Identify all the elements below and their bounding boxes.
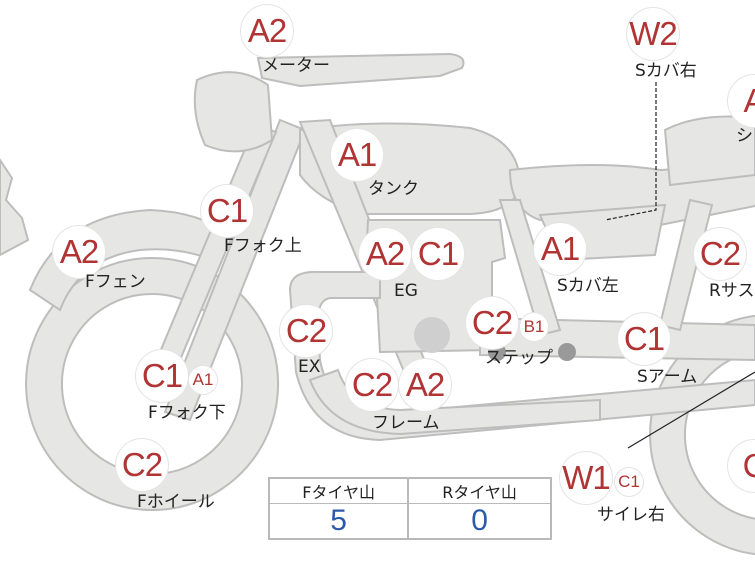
step-label: ステップ xyxy=(485,348,553,368)
eg-grade-b-badge: C1 xyxy=(412,228,464,280)
scover-right-label: Sカバ右 xyxy=(635,61,697,81)
silencer-right-label: サイレ右 xyxy=(597,505,665,525)
front-tire-header: Fタイヤ山 xyxy=(267,477,410,504)
ex-label: EX xyxy=(298,357,321,377)
sarm-label: Sアーム xyxy=(637,367,698,387)
ffork-lower-grade-b-badge: A1 xyxy=(189,366,217,394)
scover-left-label: Sカバ左 xyxy=(557,276,619,296)
tank-label: タンク xyxy=(368,179,419,199)
scover-left-grade-badge: A1 xyxy=(534,223,586,275)
frame-grade-a-badge: C2 xyxy=(346,359,398,411)
meter-label: メーター xyxy=(262,56,330,76)
step-grade-a-badge: C2 xyxy=(466,297,518,349)
frame-label: フレーム xyxy=(372,413,440,433)
ffork-lower-grade-a-badge: C1 xyxy=(136,350,188,402)
ffork-upper-label: Fフォク上 xyxy=(224,236,302,256)
tire-tread-table: Fタイヤ山 Rタイヤ山 5 0 xyxy=(267,477,552,540)
ffender-label: Fフェン xyxy=(85,272,146,292)
ffork-lower-label: Fフォク下 xyxy=(148,403,226,423)
step-grade-b-badge: B1 xyxy=(520,313,548,341)
fwheel-label: Fホイール xyxy=(137,492,215,512)
ffender-grade-badge: A2 xyxy=(53,226,105,278)
rsus-label: Rサス xyxy=(709,281,755,301)
seat-label: シ xyxy=(736,126,753,146)
frame-grade-b-badge: A2 xyxy=(399,359,451,411)
front-tire-value: 5 xyxy=(267,503,410,540)
tank-grade-badge: A1 xyxy=(331,129,383,181)
silencer-right-grade-b-badge: C1 xyxy=(615,468,643,496)
rear-tire-header: Rタイヤ山 xyxy=(407,477,552,504)
eg-grade-a-badge: A2 xyxy=(359,228,411,280)
fwheel-grade-badge: C2 xyxy=(116,439,168,491)
scover-right-grade-badge: W2 xyxy=(627,8,679,60)
ex-grade-badge: C2 xyxy=(280,305,332,357)
sarm-grade-badge: C1 xyxy=(618,313,670,365)
ffork-upper-grade-badge: C1 xyxy=(201,185,253,237)
eg-label: EG xyxy=(394,281,418,301)
rear-tire-value: 0 xyxy=(407,503,552,540)
meter-grade-badge: A2 xyxy=(241,5,293,57)
silencer-right-grade-a-badge: W1 xyxy=(560,452,612,504)
rsus-grade-badge: C2 xyxy=(694,228,746,280)
